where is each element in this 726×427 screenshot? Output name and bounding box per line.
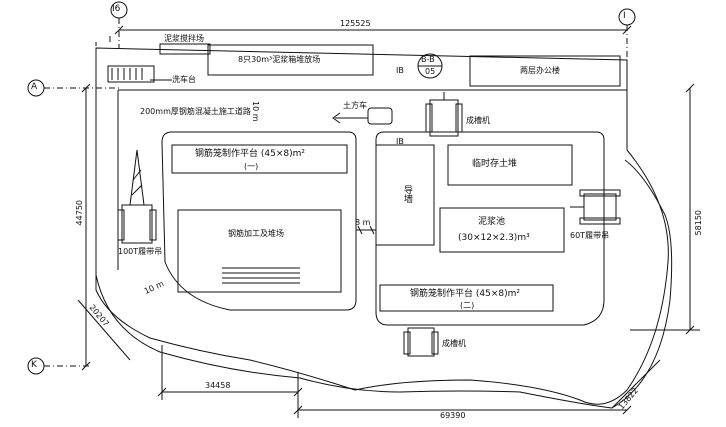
label-dump-truck: 土方车 xyxy=(343,101,367,110)
label-mud-mixing: 泥浆搅拌场 xyxy=(164,34,204,43)
label-mud-tanks: 8只30m³泥浆箱堆放场 xyxy=(238,55,321,64)
dim-top: 125525 xyxy=(340,19,371,28)
label-road-8m: 8 m xyxy=(355,218,371,227)
label-grab-top: 成槽机 xyxy=(466,116,490,125)
right-work-island xyxy=(375,131,605,326)
label-road-width: 10 m xyxy=(251,101,260,122)
axis-label-k: K xyxy=(31,360,37,370)
dump-truck xyxy=(367,107,393,125)
cage-platform-2 xyxy=(379,284,554,312)
grab-machine-bottom xyxy=(403,327,439,357)
label-cage-platform-2-no: (二) xyxy=(460,301,475,310)
label-crane-60: 60T履带吊 xyxy=(570,231,610,240)
axis-bubble-i xyxy=(618,8,636,26)
axis-label-i: I xyxy=(623,11,626,21)
dim-line-diag-left xyxy=(77,299,131,361)
label-cage-platform-1: 钢筋笼制作平台 (45×8)m² xyxy=(195,149,305,159)
label-road: 200mm厚钢筋混凝土施工道路 xyxy=(140,107,251,116)
axis-label-a: A xyxy=(31,82,38,92)
label-guide-wall: 导墙 xyxy=(402,185,412,203)
label-crane-100: 100T履带吊 xyxy=(118,247,163,256)
dim-right: 58150 xyxy=(694,210,703,236)
label-ib-top: IB xyxy=(396,66,404,75)
cage-platform-1 xyxy=(171,144,348,174)
guide-wall-area xyxy=(375,144,435,246)
dim-bottom: 69390 xyxy=(440,411,466,420)
label-mud-pool: 泥浆池 xyxy=(478,217,506,227)
crane-100t xyxy=(117,149,157,244)
soil-stock-area xyxy=(447,144,573,186)
dim-line-diag-right xyxy=(611,359,661,409)
label-rebar-yard: 钢筋加工及堆场 xyxy=(228,229,284,238)
mud-tank-yard xyxy=(207,44,374,76)
label-cage-platform-2: 钢筋笼制作平台 (45×8)m² xyxy=(410,289,520,299)
mud-pool xyxy=(439,207,565,253)
label-grab-bottom: 成槽机 xyxy=(442,339,466,348)
dim-bottom-left: 34458 xyxy=(205,381,231,390)
label-car-wash: 洗车台 xyxy=(172,75,196,84)
label-ib-inner: IB xyxy=(396,137,404,146)
label-mud-pool-size: (30×12×2.3)m³ xyxy=(458,233,530,243)
rebar-yard xyxy=(177,209,342,293)
axis-label-i6: I6 xyxy=(112,4,121,14)
label-cage-platform-1-no: (一) xyxy=(244,162,259,171)
grab-machine-top xyxy=(425,92,463,137)
label-section-mark-bottom: 05 xyxy=(425,67,436,76)
label-soil-stock: 临时存土堆 xyxy=(472,159,518,169)
office-building xyxy=(469,55,621,87)
crane-60t xyxy=(570,189,621,225)
mud-mixing-yard xyxy=(159,43,211,55)
car-wash-platform xyxy=(107,65,155,83)
traffic-arrow xyxy=(332,112,368,124)
label-section-mark-top: B-B xyxy=(421,55,435,64)
dim-left: 44750 xyxy=(75,200,84,226)
label-office: 两层办公楼 xyxy=(520,66,560,75)
perimeter-road xyxy=(95,159,673,409)
site-boundary xyxy=(95,47,669,405)
left-work-island xyxy=(161,131,357,311)
